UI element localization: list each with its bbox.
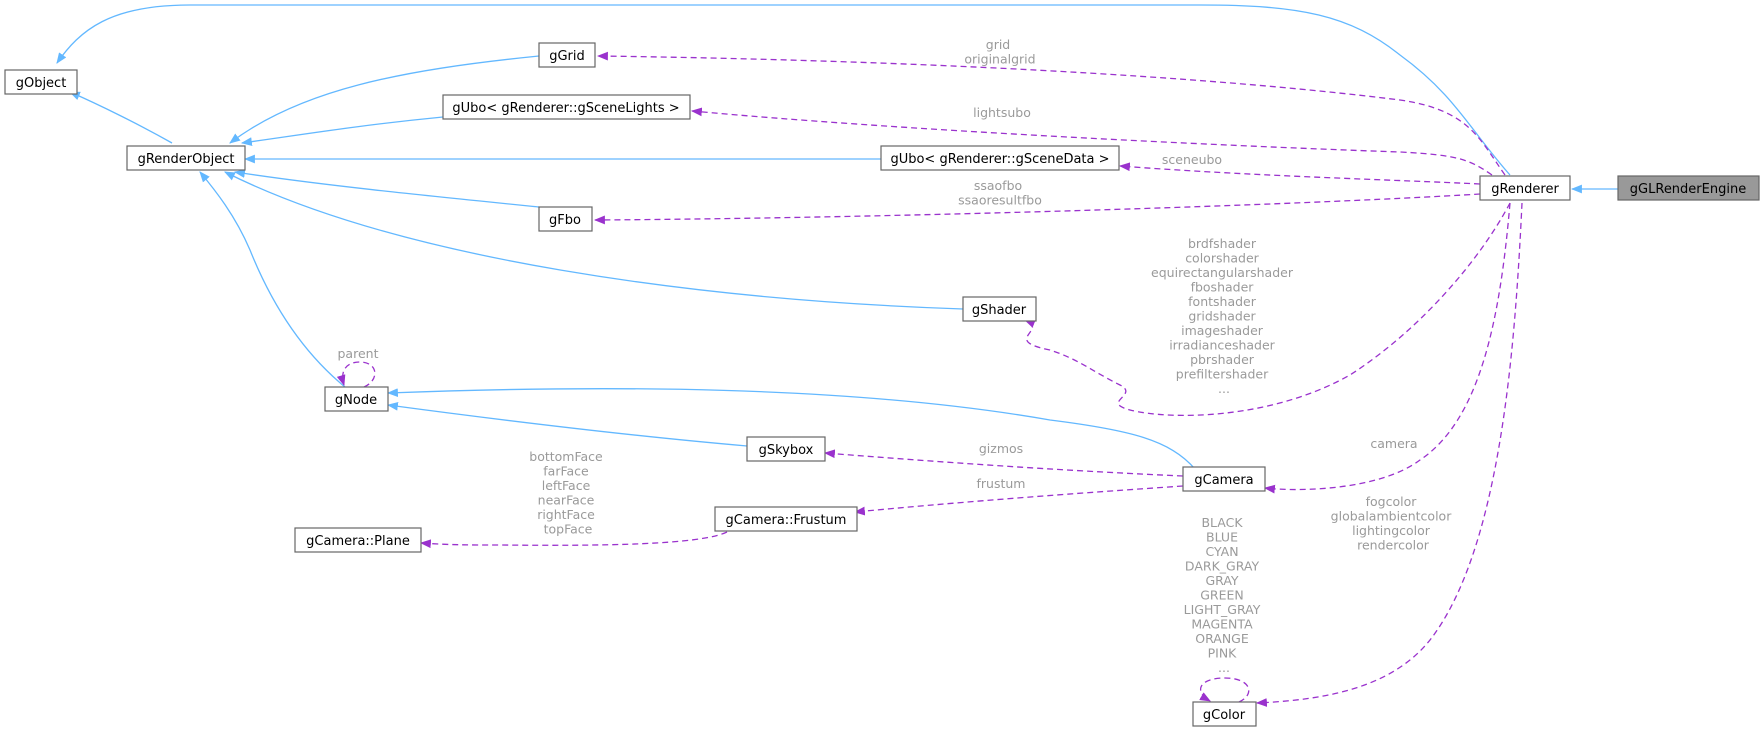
edge-gcolor-uses-gcolor — [1199, 677, 1250, 703]
label-gizmos: gizmos — [979, 441, 1023, 456]
label-sceneubo: sceneubo — [1162, 152, 1222, 167]
node-glrenderengine[interactable]: gGLRenderEngine — [1617, 175, 1760, 201]
node-grenderer[interactable]: gRenderer — [1479, 175, 1571, 201]
svg-text:gSkybox: gSkybox — [759, 443, 814, 458]
node-gshader[interactable]: gShader — [962, 296, 1037, 322]
label-fbo: ssaofbo ssaoresultfbo — [958, 178, 1042, 208]
svg-text:gUbo< gRenderer::gSceneLights: gUbo< gRenderer::gSceneLights > — [452, 101, 679, 116]
edge-gfbo-to-grenderobject — [233, 169, 540, 208]
edge-labels: grid originalgrid lightsubo sceneubo ssa… — [338, 37, 1456, 675]
svg-text:gCamera: gCamera — [1194, 473, 1253, 488]
inheritance-edges — [56, 4, 1618, 470]
node-gcolor[interactable]: gColor — [1192, 701, 1257, 727]
edge-gubo-lights-to-grenderobject — [240, 116, 444, 147]
edge-grenderer-uses-gubo-lights — [690, 107, 1493, 176]
edge-gcamera-uses-frustum — [853, 485, 1184, 516]
svg-text:gCamera::Frustum: gCamera::Frustum — [726, 513, 847, 528]
node-gobject[interactable]: gObject — [4, 69, 78, 95]
label-lightsubo: lightsubo — [973, 105, 1031, 120]
edge-grenderer-uses-gcamera — [1263, 202, 1511, 494]
svg-text:gGrid: gGrid — [549, 49, 585, 64]
node-gcamera[interactable]: gCamera — [1182, 466, 1266, 492]
edge-grenderer-to-gobject — [56, 4, 1511, 176]
label-color-consts: BLACK BLUE CYAN DARK_GRAY GRAY GREEN LIG… — [1184, 515, 1265, 675]
svg-text:gRenderer: gRenderer — [1491, 182, 1559, 197]
node-ggrid[interactable]: gGrid — [538, 42, 596, 68]
svg-text:gShader: gShader — [972, 303, 1027, 318]
edge-grenderer-uses-gubo-scene — [1118, 162, 1481, 185]
edge-gcamera-to-gnode — [386, 388, 1196, 470]
edge-grenderer-uses-gfbo — [593, 193, 1481, 225]
svg-text:gColor: gColor — [1203, 708, 1246, 723]
label-frustum: frustum — [977, 476, 1026, 491]
label-camera: camera — [1370, 436, 1417, 451]
edge-gnode-uses-gnode-parent — [336, 361, 376, 388]
svg-text:gRenderObject: gRenderObject — [138, 152, 235, 167]
nodes: gObject gRenderObject gGrid gUbo< gRende… — [4, 42, 1760, 727]
edge-grenderer-uses-ggrid — [596, 51, 1506, 176]
svg-text:gCamera::Plane: gCamera::Plane — [306, 534, 410, 549]
node-gskybox[interactable]: gSkybox — [746, 436, 826, 462]
label-planes: bottomFace farFace leftFace nearFace rig… — [529, 449, 606, 537]
edge-gskybox-to-gnode — [386, 401, 748, 447]
node-grenderobject[interactable]: gRenderObject — [126, 145, 246, 171]
svg-text:gObject: gObject — [16, 76, 67, 91]
label-shaders: brdfshader colorshader equirectangularsh… — [1151, 236, 1297, 396]
node-gubo-lights[interactable]: gUbo< gRenderer::gSceneLights > — [442, 94, 691, 120]
edge-gshader-to-grenderobject — [224, 171, 964, 310]
edge-gcamera-uses-gskybox — [823, 449, 1184, 477]
node-gfbo[interactable]: gFbo — [538, 206, 593, 232]
svg-text:gNode: gNode — [335, 393, 377, 408]
edge-ggrid-to-grenderobject — [229, 55, 540, 144]
edge-gnode-to-grenderobject — [199, 171, 346, 388]
usage-edges — [336, 51, 1523, 707]
edge-frustum-uses-plane — [419, 531, 728, 549]
node-gnode[interactable]: gNode — [324, 386, 389, 412]
label-parent: parent — [338, 346, 379, 361]
svg-text:gUbo< gRenderer::gSceneData >: gUbo< gRenderer::gSceneData > — [890, 152, 1109, 167]
label-grid: grid originalgrid — [964, 37, 1035, 67]
edge-grenderobject-to-gobject — [68, 91, 173, 144]
svg-text:gGLRenderEngine: gGLRenderEngine — [1630, 182, 1746, 197]
edge-grenderer-uses-gshader — [1023, 202, 1511, 417]
node-gubo-scene[interactable]: gUbo< gRenderer::gSceneData > — [880, 145, 1120, 171]
svg-text:gFbo: gFbo — [549, 213, 581, 228]
node-gcamera-frustum[interactable]: gCamera::Frustum — [714, 506, 858, 532]
node-gcamera-plane[interactable]: gCamera::Plane — [294, 527, 422, 553]
edge-grenderer-uses-gcolor — [1255, 202, 1523, 707]
label-renderer-colors: fogcolor globalambientcolor lightingcolo… — [1331, 494, 1456, 553]
